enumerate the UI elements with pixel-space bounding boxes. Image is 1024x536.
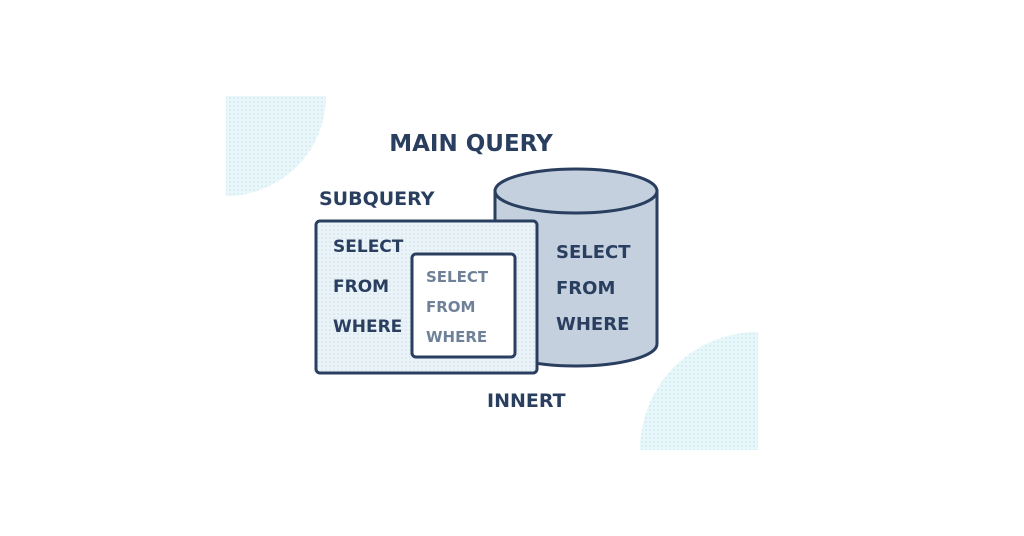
inner-query-line-where: WHERE <box>426 328 487 346</box>
subquery-title: SUBQUERY <box>319 188 435 210</box>
main-query-line-from: FROM <box>556 278 615 299</box>
main-query-line-where: WHERE <box>556 314 629 335</box>
subquery-line-select: SELECT <box>333 237 404 257</box>
inner-query-line-select: SELECT <box>426 268 489 286</box>
decor-dots-bottom-right <box>640 332 758 450</box>
inner-query-panel <box>410 252 517 359</box>
main-query-line-select: SELECT <box>556 242 631 263</box>
subquery-line-from: FROM <box>333 277 389 297</box>
main-query-title: MAIN QUERY <box>389 131 553 157</box>
subquery-line-where: WHERE <box>333 317 402 337</box>
inner-query-line-from: FROM <box>426 298 475 316</box>
decor-dots-top-left <box>226 96 326 196</box>
inner-caption: INNERT <box>487 390 566 412</box>
cylinder-top <box>493 167 659 215</box>
